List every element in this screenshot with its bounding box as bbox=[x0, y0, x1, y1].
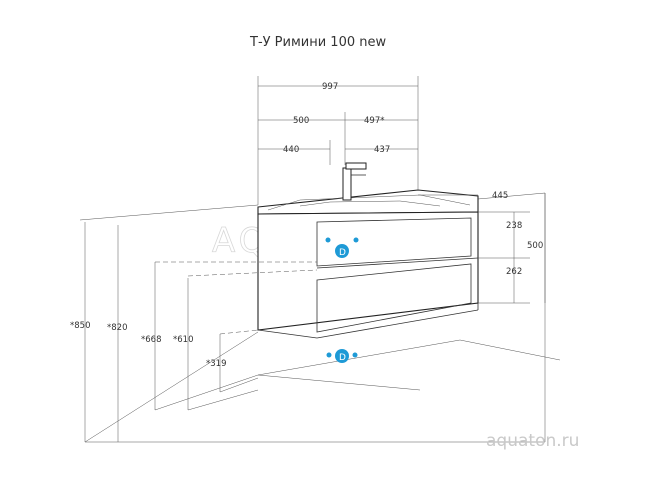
cabinet-body bbox=[257, 211, 479, 331]
dim-820: *820 bbox=[107, 323, 127, 333]
sink-bowl bbox=[267, 194, 471, 211]
sink-bowl-inner bbox=[299, 200, 441, 207]
lower-drawer bbox=[316, 263, 472, 333]
upper-drawer bbox=[316, 217, 472, 267]
marker-label-lower: D bbox=[339, 353, 346, 363]
brand-url: aquaton.ru bbox=[486, 431, 579, 451]
dim-262: 262 bbox=[506, 267, 522, 277]
drawing-title: Т-У Римини 100 new bbox=[249, 35, 386, 50]
dim-319: *319 bbox=[206, 359, 226, 369]
sink-top bbox=[257, 189, 479, 215]
dim-437: 437 bbox=[374, 145, 390, 155]
vanity-cabinet bbox=[257, 189, 479, 339]
dim-500: 500 bbox=[293, 116, 309, 126]
dim-997: 997 bbox=[322, 82, 338, 92]
wall-outline bbox=[79, 192, 546, 443]
mount-marker-lower: D bbox=[326, 349, 358, 363]
floor-shadow bbox=[257, 339, 561, 391]
dim-850: *850 bbox=[70, 321, 90, 331]
faucet bbox=[342, 162, 367, 201]
right-dimensions bbox=[478, 193, 546, 304]
dim-238: 238 bbox=[506, 221, 522, 231]
dim-440: 440 bbox=[283, 145, 299, 155]
mount-marker-upper: D bbox=[325, 237, 359, 258]
left-dimensions bbox=[84, 222, 318, 442]
dim-500-height: 500 bbox=[527, 241, 543, 251]
dim-668: *668 bbox=[141, 335, 161, 345]
top-dimensions bbox=[257, 76, 478, 205]
marker-label-upper: D bbox=[339, 248, 346, 258]
dim-497: 497* bbox=[364, 116, 384, 126]
dim-610: *610 bbox=[173, 335, 193, 345]
dim-445: 445 bbox=[492, 191, 508, 201]
